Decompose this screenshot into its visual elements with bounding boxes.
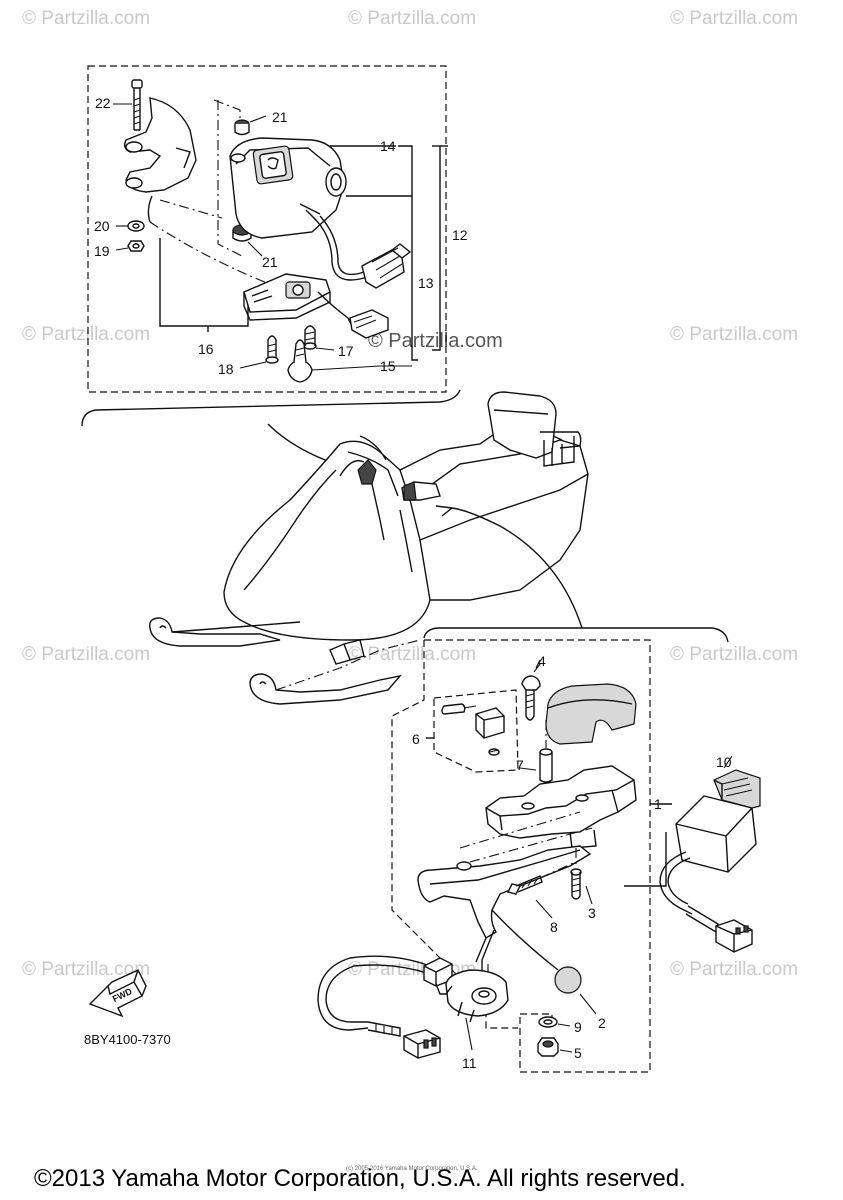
callout-15: 15	[380, 358, 396, 374]
watermark-text: © Partzilla.com	[348, 8, 476, 29]
brake-lever	[417, 845, 592, 994]
watermark-text: © Partzilla.com	[670, 8, 798, 29]
sensor-11	[317, 955, 509, 1059]
lower-pointer-curve	[451, 507, 583, 629]
washer-9	[538, 1016, 571, 1028]
watermark-text: © Partzilla.com	[670, 644, 798, 665]
callout-18: 18	[218, 361, 234, 377]
lower-detail-frame	[424, 639, 651, 1073]
snowmobile-outline	[149, 391, 589, 705]
watermark-text: © Partzilla.com	[22, 8, 150, 29]
screw-3	[570, 848, 582, 900]
washer-20	[116, 220, 145, 232]
upper-detail-group: 22 21 14 12 20 19 21 13 16 17 18 15	[81, 65, 468, 427]
callout-22: 22	[95, 95, 111, 111]
callout-4: 4	[538, 653, 546, 669]
lever-holder	[485, 765, 637, 849]
watermark-text: © Partzilla.com	[22, 324, 150, 345]
watermark-text: © Partzilla.com	[348, 644, 476, 665]
bracket-16-leader	[159, 238, 249, 327]
screw-17	[303, 325, 335, 351]
base-connector	[349, 309, 389, 339]
callout-1: 1	[654, 796, 662, 812]
wire-connector-14	[361, 243, 412, 289]
lever-cover	[545, 683, 637, 745]
grommet-21-top	[234, 115, 267, 136]
screw-4	[521, 663, 541, 721]
callout-10: 10	[716, 754, 732, 770]
watermark-text: © Partzilla.com	[670, 959, 798, 980]
copyright-text: ©2013 Yamaha Motor Corporation, U.S.A. A…	[34, 1165, 686, 1192]
callout-17: 17	[338, 343, 354, 359]
screw-8	[506, 859, 581, 895]
small-copyright: (c) 2005-2016 Yamaha Motor Corporation, …	[346, 1166, 478, 1172]
switch-6	[441, 703, 505, 756]
lower-detail-group: 4 6 7 1 10 3 8 2 9 5 11	[317, 627, 761, 1073]
nut-19	[115, 240, 145, 252]
callout-9: 9	[574, 1019, 582, 1035]
callout-20: 20	[94, 218, 110, 234]
callout-12: 12	[452, 227, 468, 243]
callout-5: 5	[574, 1045, 582, 1061]
sensor-cable	[317, 955, 431, 1031]
callout-2: 2	[598, 1015, 606, 1031]
mount-bracket	[123, 97, 291, 293]
screw-15	[287, 339, 412, 383]
watermark-text: © Partzilla.com	[22, 644, 150, 665]
callout-13: 13	[418, 275, 434, 291]
callout-21-top: 21	[272, 109, 288, 125]
callout-7: 7	[516, 757, 524, 773]
nut-5	[537, 1037, 573, 1057]
bolt-22	[113, 79, 143, 131]
left-grip-highlight	[357, 459, 377, 485]
lower-detail-bracket	[423, 627, 729, 643]
callout-11: 11	[462, 1055, 477, 1071]
callout-14: 14	[380, 138, 396, 154]
callout-16: 16	[198, 341, 214, 357]
screw-18	[239, 335, 279, 369]
spacer-7	[539, 720, 553, 804]
callout-21-bottom: 21	[262, 254, 278, 270]
watermark-center-text: © Partzilla.com	[368, 330, 503, 352]
switch-wire	[313, 217, 373, 281]
bracket-13	[411, 196, 418, 361]
bracket-12	[432, 146, 441, 351]
fwd-arrow-icon: FWD	[88, 969, 147, 1018]
right-grip-highlight	[403, 481, 417, 501]
switch-base	[243, 273, 331, 321]
callout-6: 6	[412, 731, 420, 747]
switch-housing-14	[229, 137, 347, 239]
callout-19: 19	[94, 243, 110, 259]
watermark-text: © Partzilla.com	[22, 959, 150, 980]
bracket-14	[346, 145, 413, 197]
upper-detail-bracket	[81, 389, 461, 427]
callout-3: 3	[588, 905, 596, 921]
detail-6-frame	[433, 689, 519, 773]
relay-unit-10	[659, 755, 761, 953]
upper-detail-frame	[87, 65, 447, 393]
base-wire	[317, 291, 353, 327]
diagram-code: 8BY4100-7370	[84, 1032, 171, 1047]
watermark-text: © Partzilla.com	[670, 324, 798, 345]
callout-8: 8	[550, 919, 558, 935]
